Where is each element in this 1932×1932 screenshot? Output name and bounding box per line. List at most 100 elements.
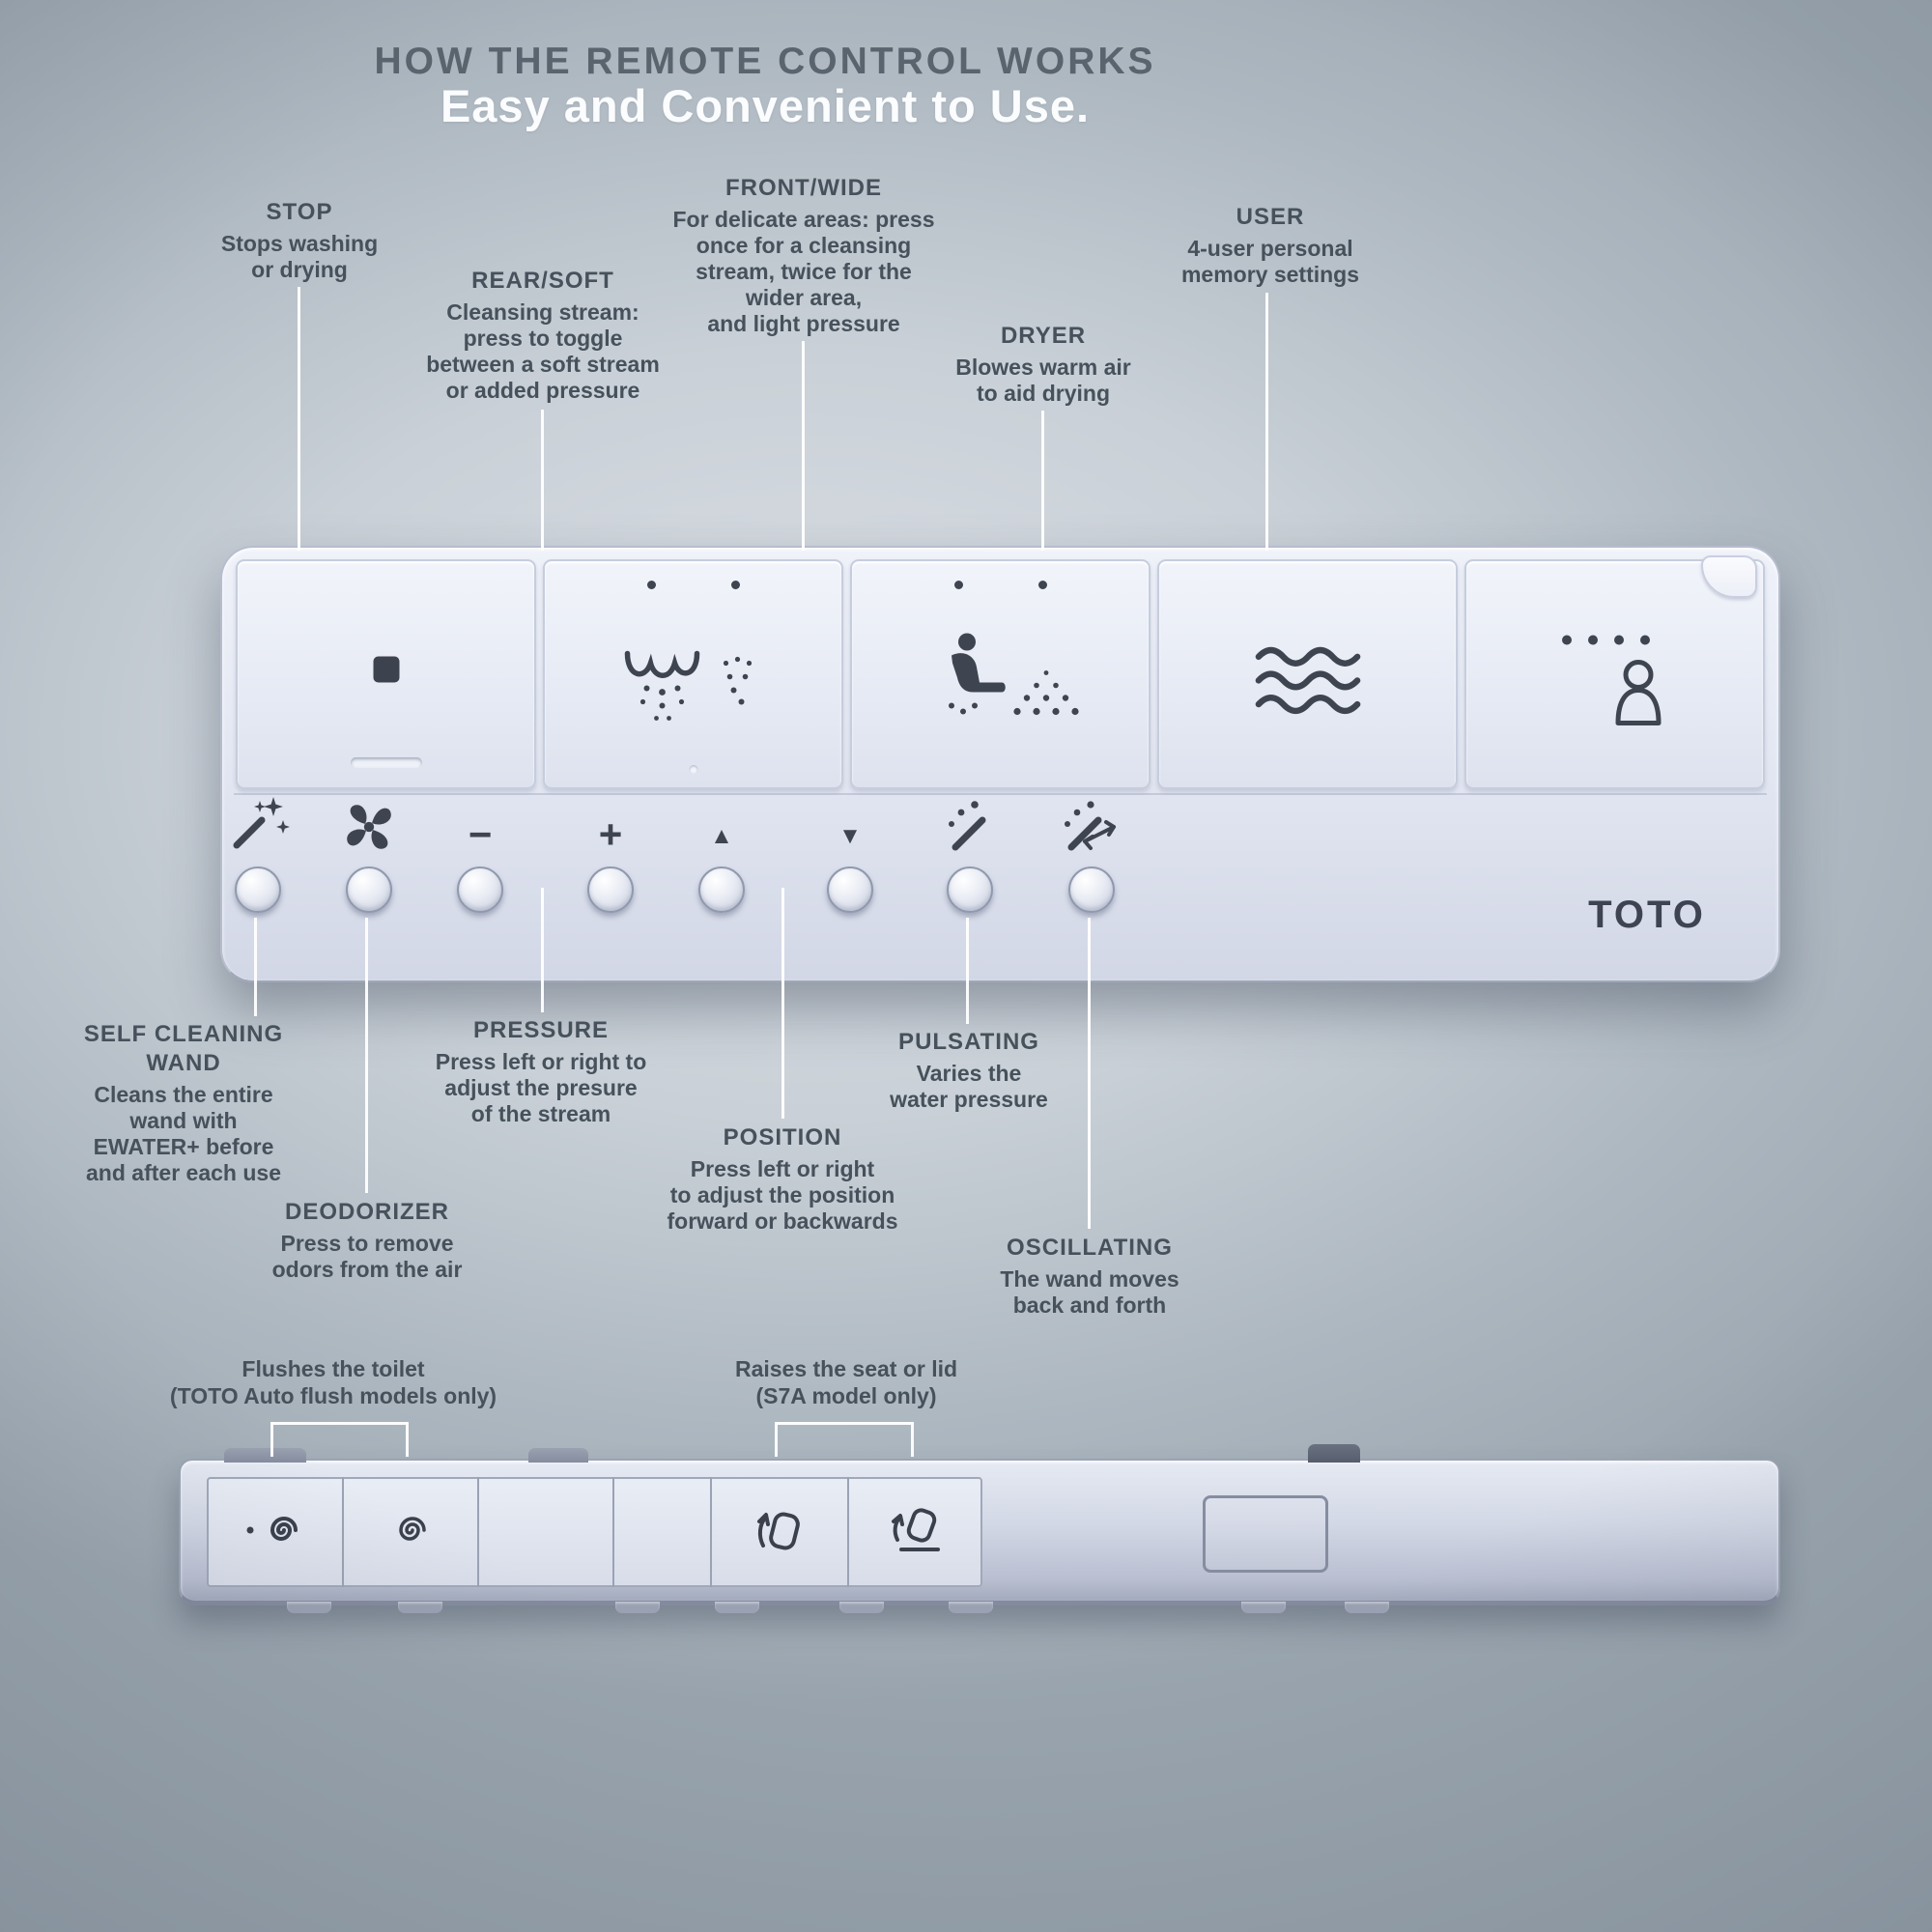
flush-swirl-icon xyxy=(399,1517,426,1541)
foot-nub xyxy=(715,1602,759,1613)
callout-pulsating: PULSATING Varies the water pressure xyxy=(890,1028,1048,1113)
lid-up-icon xyxy=(892,1508,940,1551)
stop-button-indent xyxy=(350,757,422,768)
flush-buttons-label: Flushes the toilet (TOTO Auto flush mode… xyxy=(169,1356,497,1408)
seat-up-icon xyxy=(757,1512,800,1550)
seat-lid-buttons-label: Raises the seat or lid (S7A model only) xyxy=(734,1356,958,1408)
indicator-dots xyxy=(646,581,740,589)
callout-self-cleaning-wand-title: SELF CLEANING WAND xyxy=(83,1021,284,1076)
callout-dryer: DRYER Blowes warm air to aid drying xyxy=(955,322,1131,407)
leader-line-deodorizer xyxy=(365,918,368,1193)
user-button[interactable] xyxy=(1464,559,1765,789)
callout-oscillating-title: OSCILLATING xyxy=(1007,1235,1173,1261)
callout-deodorizer-body: Press to remove odors from the air xyxy=(271,1231,463,1282)
pulsating-button[interactable] xyxy=(947,867,993,913)
pressure-up-button[interactable] xyxy=(587,867,634,913)
pulsating-control xyxy=(938,791,1002,913)
position-forward-button[interactable] xyxy=(698,867,745,913)
flush-bracket-top xyxy=(270,1422,409,1425)
flush-button[interactable] xyxy=(384,1505,435,1560)
toto-logo: TOTO xyxy=(1588,894,1706,936)
callout-deodorizer-title: DEODORIZER xyxy=(284,1199,449,1225)
main-button-row xyxy=(236,559,1765,789)
callout-pulsating-title: PULSATING xyxy=(898,1029,1039,1055)
self-cleaning-wand-button[interactable] xyxy=(235,867,281,913)
callout-position: POSITION Press left or right to adjust t… xyxy=(667,1123,897,1235)
raise-lid-button[interactable] xyxy=(886,1505,944,1564)
position-back-button[interactable] xyxy=(827,867,873,913)
button-separator xyxy=(477,1477,479,1587)
triangle-up-icon: ▲ xyxy=(710,823,733,849)
foot-nub xyxy=(287,1602,331,1613)
callout-stop-title: STOP xyxy=(266,199,333,225)
deodorizer-control xyxy=(341,791,397,913)
side-button-strip xyxy=(207,1477,982,1587)
callout-stop: STOP Stops washing or drying xyxy=(221,198,378,283)
raise-seat-button[interactable] xyxy=(752,1505,806,1564)
button-separator xyxy=(612,1477,614,1587)
oscillating-spray-icon xyxy=(1065,801,1116,851)
callout-pressure-body: Press left or right to adjust the presur… xyxy=(435,1049,647,1126)
foot-nub xyxy=(949,1602,993,1613)
leader-line-pulsating xyxy=(966,918,969,1024)
stop-square-icon xyxy=(373,656,399,683)
flush-swirl-dot-icon xyxy=(246,1517,298,1541)
top-button-bump-dark xyxy=(1308,1444,1360,1463)
position-forward-control: ▲ xyxy=(698,791,745,913)
wand-sparkle-icon xyxy=(233,797,290,849)
rear-soft-button[interactable] xyxy=(543,559,843,789)
button-separator xyxy=(710,1477,712,1587)
indicator-dots xyxy=(953,581,1047,589)
battery-door xyxy=(1203,1495,1328,1573)
auto-flush-button[interactable] xyxy=(244,1505,304,1560)
foot-nub xyxy=(398,1602,442,1613)
page-title: HOW THE REMOTE CONTROL WORKS xyxy=(374,41,1156,82)
callout-self-cleaning-wand: SELF CLEANING WAND Cleans the entire wan… xyxy=(84,1020,283,1186)
self-cleaning-wand-control xyxy=(223,791,293,913)
pulsating-spray-icon xyxy=(949,801,986,851)
oscillating-button[interactable] xyxy=(1068,867,1115,913)
callout-dryer-title: DRYER xyxy=(1000,323,1087,349)
position-back-control: ▼ xyxy=(827,791,873,913)
callout-user-body: 4-user personal memory settings xyxy=(1180,236,1360,287)
oscillating-control xyxy=(1058,791,1125,913)
seat-bracket-right xyxy=(911,1422,914,1457)
fan-icon xyxy=(347,805,391,849)
callout-user: USER 4-user personal memory settings xyxy=(1181,203,1359,288)
triangle-down-icon: ▼ xyxy=(838,823,862,849)
dryer-button[interactable] xyxy=(1157,559,1458,789)
button-separator xyxy=(847,1477,849,1587)
leader-line-self-cleaning xyxy=(254,918,257,1016)
leader-line-user xyxy=(1265,293,1268,551)
seat-bracket-left xyxy=(775,1422,778,1457)
remote-side-view xyxy=(179,1444,1780,1613)
callout-dryer-body: Blowes warm air to aid drying xyxy=(955,355,1131,406)
stop-button[interactable] xyxy=(236,559,536,789)
front-wide-button[interactable] xyxy=(850,559,1151,789)
pressure-down-control: − xyxy=(457,791,503,913)
flush-bracket-right xyxy=(406,1422,409,1457)
deodorizer-button[interactable] xyxy=(346,867,392,913)
callout-rear-soft-body: Cleansing stream: press to toggle betwee… xyxy=(426,299,660,403)
leader-line-dryer xyxy=(1041,411,1044,551)
front-wide-spray-icon xyxy=(948,633,1079,716)
leader-line-rear-soft xyxy=(541,410,544,551)
foot-nub xyxy=(615,1602,660,1613)
rear-soft-spray-icon xyxy=(624,650,752,721)
seat-bracket-top xyxy=(775,1422,914,1425)
page-subtitle: Easy and Convenient to Use. xyxy=(440,80,1091,131)
foot-nub xyxy=(1345,1602,1389,1613)
callout-self-cleaning-wand-body: Cleans the entire wand with EWATER+ befo… xyxy=(86,1082,281,1185)
callout-front-wide-body: For delicate areas: press once for a cle… xyxy=(672,207,935,336)
pressure-down-button[interactable] xyxy=(457,867,503,913)
dryer-waves-icon xyxy=(1255,646,1360,715)
leader-line-front-wide xyxy=(802,341,805,551)
leader-line-stop xyxy=(298,287,300,551)
top-button-bump xyxy=(528,1448,588,1463)
pressure-up-control: + xyxy=(587,791,634,913)
plus-icon: + xyxy=(598,811,623,857)
user-memory-icon xyxy=(1561,635,1661,726)
top-button-bump xyxy=(224,1448,306,1463)
callout-user-title: USER xyxy=(1236,204,1305,230)
